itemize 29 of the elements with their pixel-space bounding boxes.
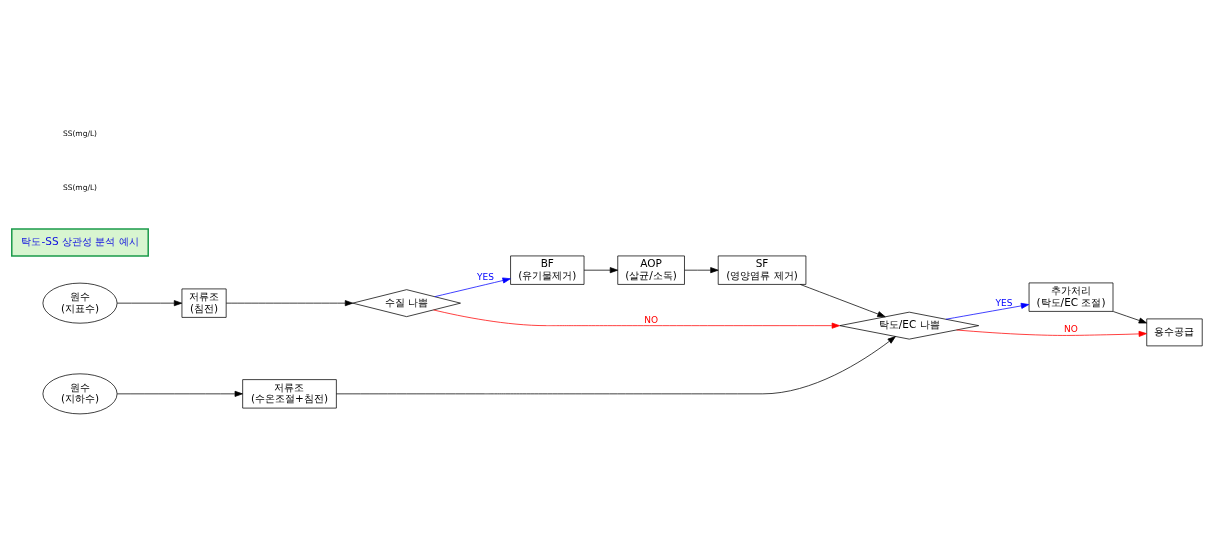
arrow [945, 302, 1030, 320]
node-box: BF (유기물제거) [510, 255, 585, 285]
node-box: 탁도-SS 상관성 분석 예시 [11, 228, 149, 257]
arrow [1112, 311, 1147, 324]
label: SS(mg/L) [62, 129, 98, 139]
node-ellipse: 원수 (지하수) [42, 373, 118, 415]
arrow [684, 267, 719, 274]
node-box: AOP (살균/소독) [617, 255, 685, 285]
arrow [433, 309, 840, 329]
edge-label: YES [995, 297, 1013, 308]
arrow [116, 390, 243, 397]
node-box: SF (영양염류 제거) [717, 255, 807, 285]
node-ellipse: 원수 (지표수) [42, 282, 118, 324]
edge-label: YES [477, 272, 494, 283]
node-box: 용수공급 [1146, 318, 1203, 347]
edge-label: NO [1064, 324, 1078, 335]
arrow [583, 267, 619, 274]
node-diamond: 수질 나쁨 [352, 289, 461, 318]
node-box: 저류조 (수온조절+침전) [242, 379, 337, 409]
edge-label: NO [644, 315, 659, 326]
arrow [336, 336, 896, 395]
node-box: 추가처리 (탁도/EC 조절) [1028, 282, 1114, 312]
node-box: 저류조 (침전) [181, 288, 227, 318]
arrow [116, 300, 183, 307]
label: SS(mg/L) [62, 183, 98, 193]
arrow [799, 284, 886, 318]
arrow [956, 329, 1147, 337]
arrow [434, 277, 511, 297]
arrow [225, 300, 354, 307]
